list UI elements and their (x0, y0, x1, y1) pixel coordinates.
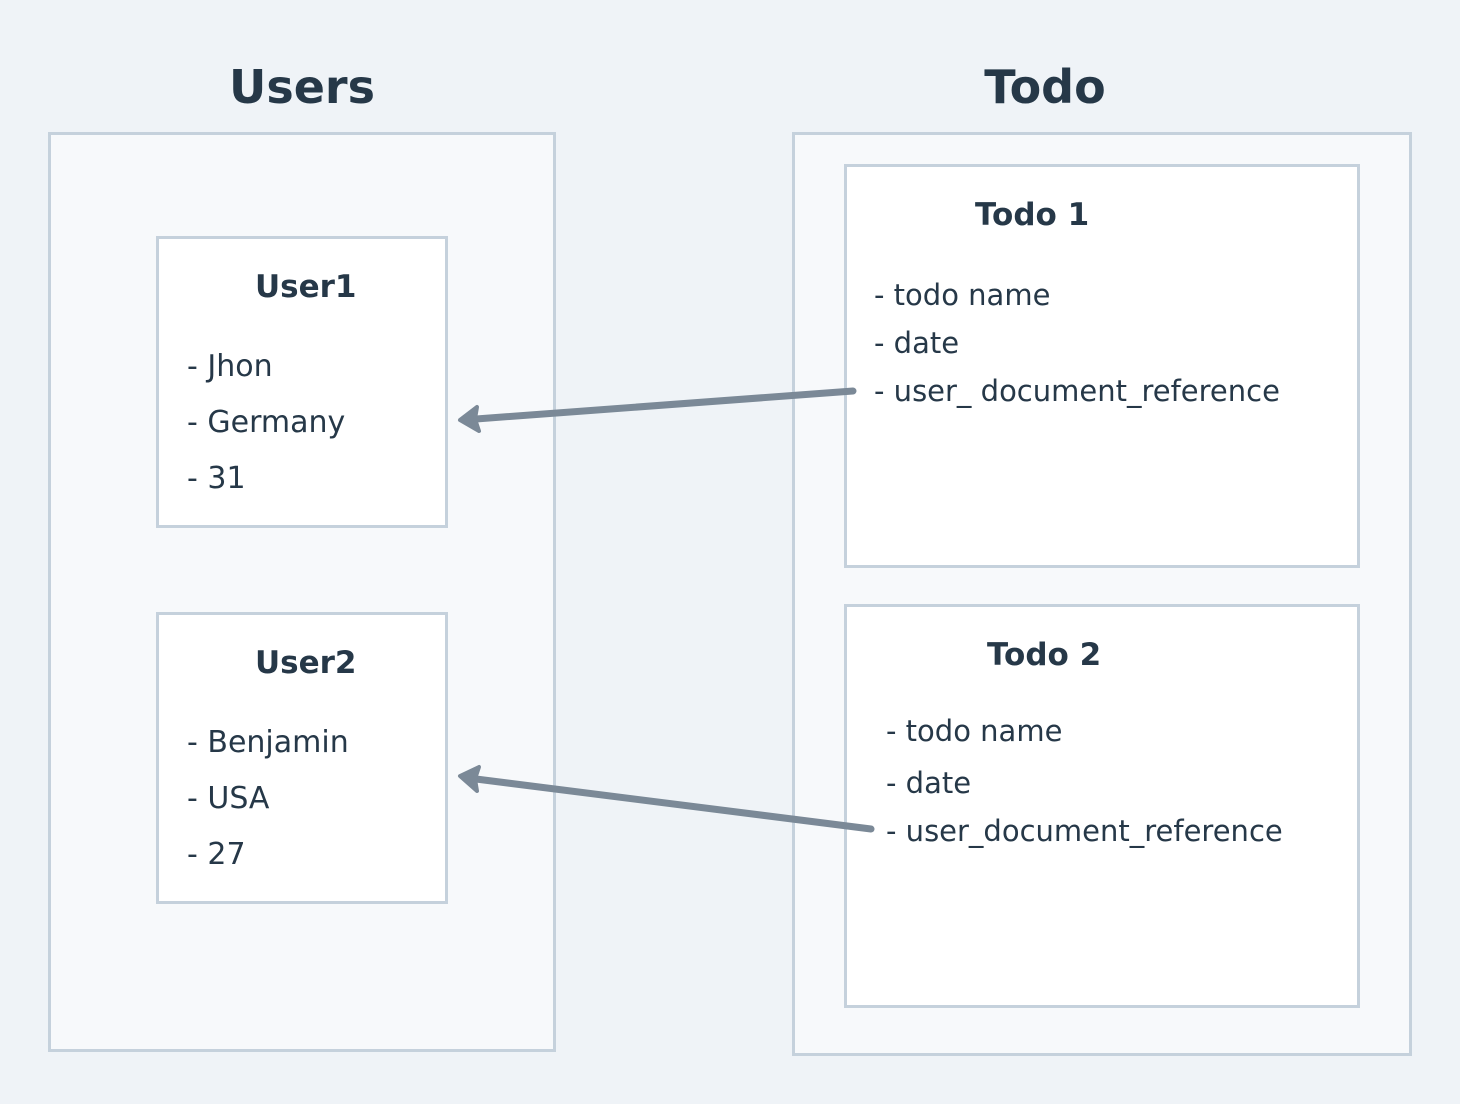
user1-field-age: - 31 (187, 461, 246, 496)
user1-document-card: User1 - Jhon - Germany - 31 (156, 236, 448, 528)
todo2-field-user-reference: - user_document_reference (886, 814, 1283, 848)
todo2-field-todo-name: - todo name (886, 714, 1063, 748)
user2-document-card: User2 - Benjamin - USA - 27 (156, 612, 448, 904)
users-heading: Users (229, 60, 375, 114)
todo2-title: Todo 2 (987, 637, 1102, 673)
user1-field-country: - Germany (187, 405, 346, 440)
user2-field-name: - Benjamin (187, 725, 349, 760)
user1-field-name: - Jhon (187, 349, 273, 384)
todo1-field-todo-name: - todo name (874, 278, 1051, 312)
todo1-document-card: Todo 1 - todo name - date - user_ docume… (844, 164, 1360, 568)
todo2-field-date: - date (886, 766, 972, 800)
todo1-field-date: - date (874, 326, 960, 360)
todo2-document-card: Todo 2 - todo name - date - user_documen… (844, 604, 1360, 1008)
todo1-field-user-reference: - user_ document_reference (874, 374, 1280, 408)
user2-field-age: - 27 (187, 837, 246, 872)
user2-title: User2 (255, 645, 357, 681)
user1-title: User1 (255, 269, 357, 305)
user2-field-country: - USA (187, 781, 270, 816)
todo1-title: Todo 1 (975, 197, 1090, 233)
todo-heading: Todo (984, 60, 1106, 114)
